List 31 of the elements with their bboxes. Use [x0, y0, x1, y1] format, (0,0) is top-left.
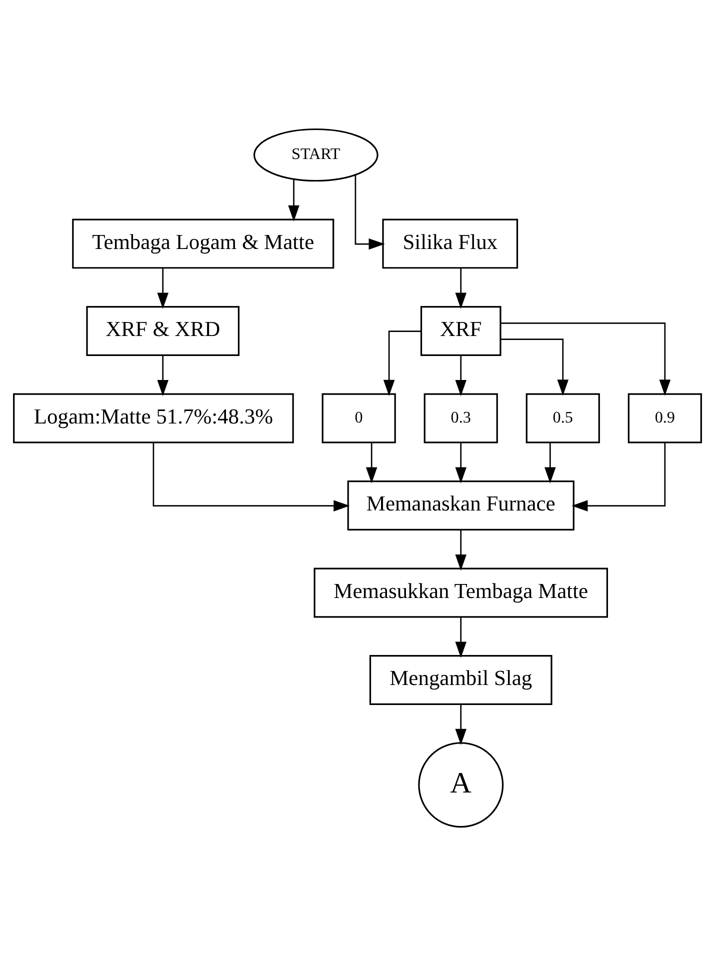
node-box: 0: [322, 392, 396, 443]
arrow: [455, 442, 466, 483]
node-circle: A: [418, 742, 504, 828]
node-box: Silika Flux: [382, 218, 518, 268]
arrow: [366, 442, 378, 483]
arrow: [455, 268, 466, 308]
arrow: [152, 442, 350, 511]
arrow: [288, 178, 300, 222]
node-box: XRF: [420, 306, 502, 356]
node-box: XRF & XRD: [86, 306, 240, 356]
node-box: Memasukkan Tembaga Matte: [314, 567, 608, 618]
arrow: [455, 616, 466, 658]
arrow: [500, 338, 569, 396]
arrow: [354, 174, 385, 250]
node-box: 0.9: [628, 392, 702, 443]
node-ellipse: START: [253, 128, 378, 182]
arrow: [383, 330, 422, 396]
arrow: [455, 704, 466, 745]
arrow: [455, 529, 466, 570]
node-box: 0.5: [526, 392, 600, 443]
arrow: [572, 442, 666, 511]
node-box: Logam:Matte 51.7%:48.3%: [13, 392, 294, 443]
node-box: 0.3: [424, 392, 498, 443]
node-box: Tembaga Logam & Matte: [72, 218, 334, 268]
node-box: Mengambil Slag: [369, 654, 552, 704]
arrow: [157, 354, 168, 396]
arrow: [500, 322, 671, 396]
arrow: [455, 354, 466, 396]
node-box: Memanaskan Furnace: [347, 480, 574, 530]
arrow: [544, 442, 556, 483]
arrow: [157, 268, 168, 308]
